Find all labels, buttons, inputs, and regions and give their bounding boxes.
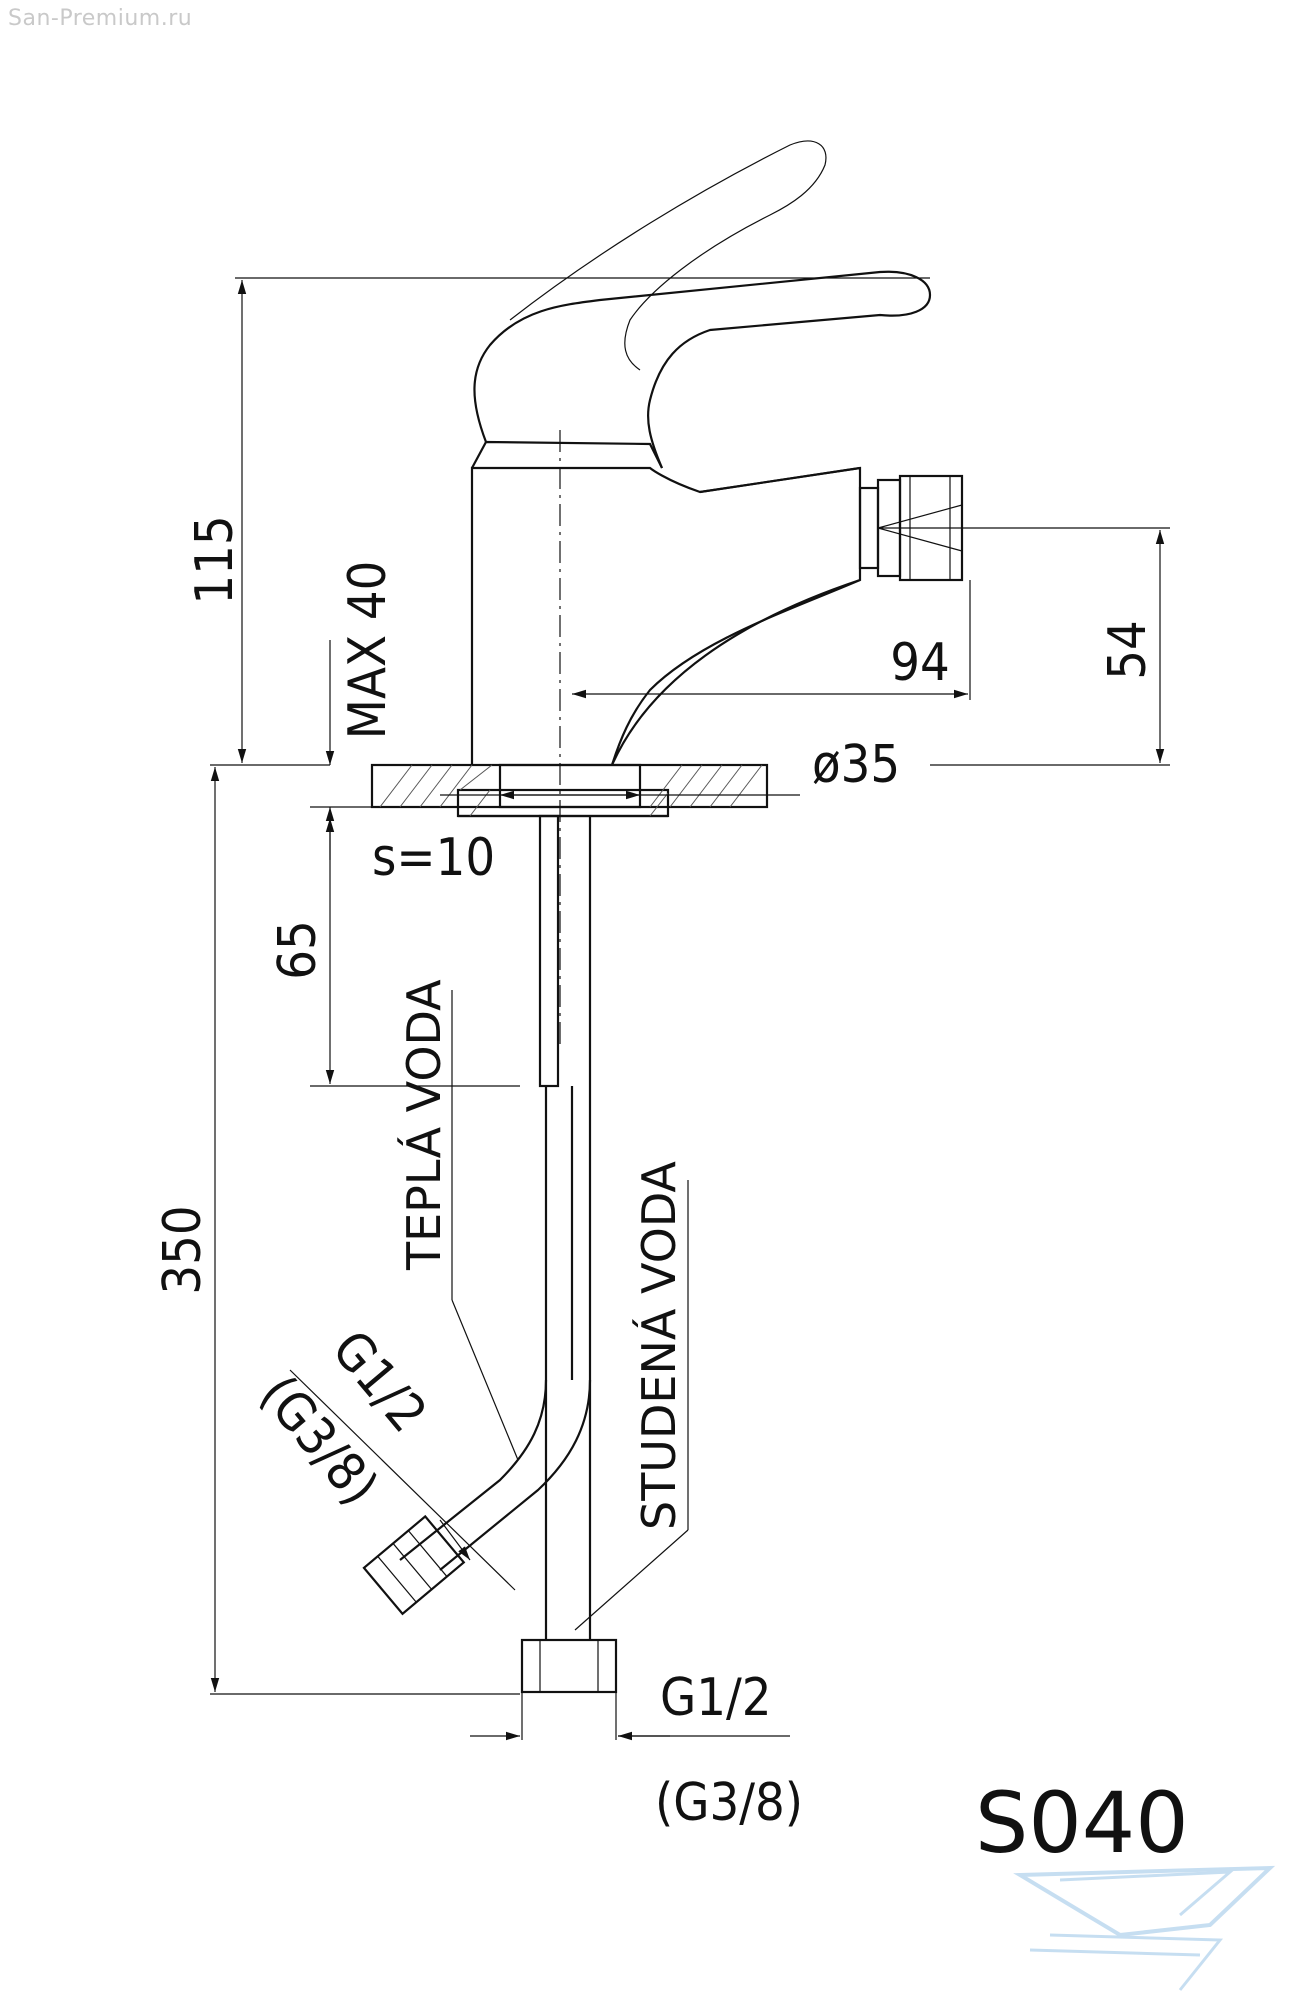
dim-s-10: s=10 [372,828,495,888]
watermark-site: San-Premium.ru [8,6,193,31]
dim-max-40: MAX 40 [338,561,398,740]
dim-94: 94 [890,633,950,693]
label-hot-water: TEPLÁ VODA [397,979,451,1271]
dim-54: 54 [1098,620,1158,680]
dim-350: 350 [153,1205,213,1294]
dimension-lines [210,277,1170,1741]
dim-diameter-35: ø35 [812,735,900,795]
dim-65: 65 [268,920,328,980]
label-cold-water: STUDENÁ VODA [632,1161,686,1530]
label-thread-bottom-alt: (G3/8) [655,1773,803,1833]
bathtub-logo-icon [1013,1865,1276,1991]
faucet-body [470,140,985,766]
dim-115: 115 [185,515,245,604]
mounting-plate [370,763,769,818]
model-code: S040 [975,1774,1189,1872]
label-thread-bottom-main: G1/2 [660,1668,772,1728]
hoses [362,814,618,1694]
